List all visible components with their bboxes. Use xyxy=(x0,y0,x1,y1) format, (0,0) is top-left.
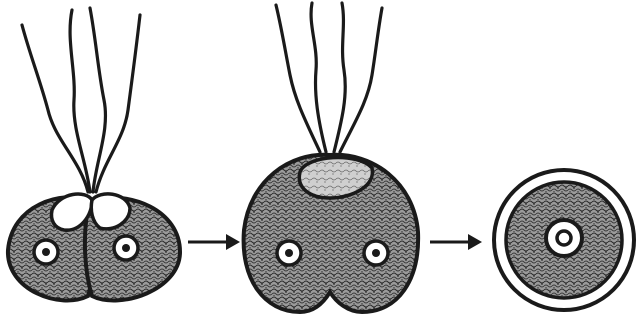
nucleus-left xyxy=(277,241,301,265)
nucleus-left xyxy=(34,240,58,264)
flagellum xyxy=(70,10,90,192)
stage-cyst xyxy=(494,170,634,310)
flagellum xyxy=(90,8,105,192)
transition-arrow-1 xyxy=(188,234,240,250)
flagella-group-1 xyxy=(22,8,140,192)
nucleus-right xyxy=(114,236,138,260)
flagellum xyxy=(96,15,140,192)
flagellum xyxy=(311,3,326,152)
stage-fused-cell xyxy=(244,3,419,312)
stage-paired-cells xyxy=(8,8,180,300)
cyst-nucleus xyxy=(546,220,582,256)
papilla-right xyxy=(91,194,130,229)
flagella-group-2 xyxy=(276,3,382,152)
flagellum xyxy=(334,3,345,152)
transition-arrow-2 xyxy=(430,234,482,250)
flagellum xyxy=(22,25,88,192)
nucleus-right xyxy=(364,241,388,265)
